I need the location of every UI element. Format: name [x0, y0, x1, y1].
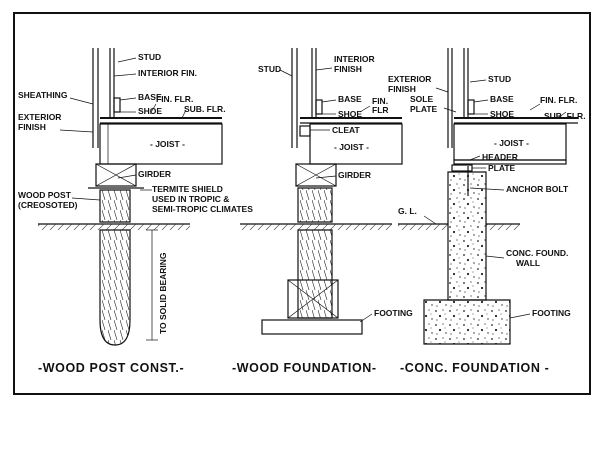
label-joist-1: - JOIST -	[150, 139, 185, 149]
label-footing-2: FOOTING	[374, 308, 413, 318]
panel-wood-post: STUD INTERIOR FIN. SHEATHING BASE FIN. F…	[18, 48, 253, 375]
label-solid-bearing-1: TO SOLID BEARING	[158, 252, 168, 334]
label-girder-2: GIRDER	[338, 170, 371, 180]
label-plate-3: PLATE	[488, 163, 516, 173]
label-joist-3: - JOIST -	[494, 138, 529, 148]
label-stud-1: STUD	[138, 52, 161, 62]
label-fin-flr-1: FIN. FLR.	[156, 94, 193, 104]
label-interior-fin-1: INTERIOR FIN.	[138, 68, 197, 78]
caption-wood-post: -WOOD POST CONST.-	[38, 361, 184, 375]
label-wood-post-1: WOOD POST(CREOSOTED)	[18, 190, 78, 210]
caption-wood-foundation: -WOOD FOUNDATION-	[232, 361, 377, 375]
label-girder-1: GIRDER	[138, 169, 171, 179]
label-stud-2: STUD	[258, 64, 281, 74]
label-fin-flr-2: FIN.FLR	[372, 96, 389, 115]
label-header-3: HEADER	[482, 152, 518, 162]
label-anchor-bolt-3: ANCHOR BOLT	[506, 184, 569, 194]
label-base-1: BASE	[138, 92, 162, 102]
label-joist-2: - JOIST -	[334, 142, 369, 152]
label-sheathing-1: SHEATHING	[18, 90, 68, 100]
outer-border	[13, 12, 591, 395]
label-base-2: BASE	[338, 94, 362, 104]
label-base-3: BASE	[490, 94, 514, 104]
label-cleat-2: CLEAT	[332, 125, 361, 135]
label-shoe-1: SHOE	[138, 106, 162, 116]
caption-conc-foundation: -CONC. FOUNDATION -	[400, 361, 549, 375]
label-shoe-3: SHOE	[490, 109, 514, 119]
label-sub-flr-1: SUB. FLR.	[184, 104, 226, 114]
label-sub-flr-3: SUB. FLR.	[544, 111, 586, 121]
label-footing-3: FOOTING	[532, 308, 571, 318]
label-gl-3: G. L.	[398, 206, 417, 216]
label-shoe-2: SHOE	[338, 109, 362, 119]
label-stud-3: STUD	[488, 74, 511, 84]
label-conc-found-wall-3: CONC. FOUND.WALL	[506, 248, 568, 268]
label-fin-flr-3: FIN. FLR.	[540, 95, 577, 105]
